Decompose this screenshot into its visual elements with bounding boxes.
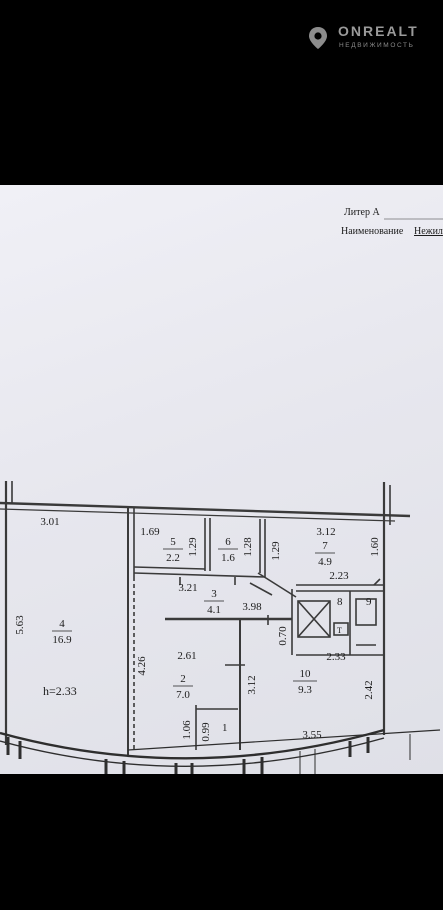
- room-8-number: 8: [337, 596, 343, 608]
- room-3-label: 3 4.1: [204, 588, 224, 616]
- dim-3-01: 3.01: [40, 516, 59, 528]
- dim-3-21: 3.21: [178, 582, 197, 594]
- dim-2-61: 2.61: [177, 650, 196, 662]
- room-4-label: 4 16.9: [52, 618, 72, 646]
- dim-0-70: 0.70: [277, 626, 289, 646]
- svg-text:9.3: 9.3: [298, 684, 312, 696]
- room-2-label: 2 7.0: [173, 673, 193, 701]
- wc-t-mark: Т: [337, 626, 342, 635]
- svg-text:3: 3: [211, 588, 217, 600]
- name-label-text: Наименование: [341, 226, 404, 237]
- room-7-label: 7 4.9: [315, 540, 335, 568]
- floor-plan-sheet: Литер А Наименование Нежил: [0, 185, 443, 774]
- svg-text:4.1: 4.1: [207, 604, 221, 616]
- room-1-number: 1: [222, 722, 228, 734]
- svg-text:7: 7: [322, 540, 328, 552]
- walls: [0, 481, 411, 755]
- dim-2-23: 2.23: [329, 570, 349, 582]
- dim-3-12-a: 3.12: [316, 526, 335, 538]
- dim-3-55: 3.55: [302, 729, 322, 741]
- dim-1-06: 1.06: [181, 720, 193, 740]
- room-9-number: 9: [366, 596, 372, 608]
- svg-text:2: 2: [180, 673, 186, 685]
- svg-text:10: 10: [300, 668, 312, 680]
- onrealt-watermark: ONREALT НЕДВИЖИМОСТЬ: [306, 20, 436, 54]
- litera-text: Литер А: [344, 207, 380, 218]
- dim-5-63: 5.63: [14, 615, 26, 635]
- svg-text:6: 6: [225, 536, 231, 548]
- svg-text:4: 4: [59, 618, 65, 630]
- room-10-label: 10 9.3: [293, 668, 317, 696]
- watermark-tagline: НЕДВИЖИМОСТЬ: [339, 42, 415, 49]
- dim-1-60: 1.60: [369, 537, 381, 557]
- svg-text:5: 5: [170, 536, 176, 548]
- svg-text:4.9: 4.9: [318, 556, 332, 568]
- location-pin-icon: [309, 27, 327, 49]
- svg-text:16.9: 16.9: [52, 634, 72, 646]
- dim-1-29-b: 1.29: [270, 541, 282, 561]
- dim-2-33: 2.33: [326, 651, 346, 663]
- room-5-label: 5 2.2: [163, 536, 183, 564]
- dim-2-42: 2.42: [363, 680, 375, 699]
- dim-4-26: 4.26: [136, 656, 148, 676]
- dim-1-28: 1.28: [242, 537, 254, 557]
- room-6-label: 6 1.6: [218, 536, 238, 564]
- name-value-text: Нежил: [414, 226, 443, 237]
- dim-1-69: 1.69: [140, 526, 160, 538]
- ceiling-height-label: h=2.33: [43, 684, 77, 698]
- watermark-brand: ONREALT: [338, 23, 419, 39]
- dim-3-98: 3.98: [242, 601, 262, 613]
- svg-text:2.2: 2.2: [166, 552, 180, 564]
- facade: [0, 728, 441, 774]
- svg-text:1.6: 1.6: [221, 552, 235, 564]
- dim-1-29-a: 1.29: [187, 537, 199, 557]
- svg-text:7.0: 7.0: [176, 689, 190, 701]
- dim-3-12-b: 3.12: [246, 675, 258, 694]
- dim-0-99: 0.99: [200, 722, 212, 742]
- floor-plan: Литер А Наименование Нежил: [0, 207, 443, 774]
